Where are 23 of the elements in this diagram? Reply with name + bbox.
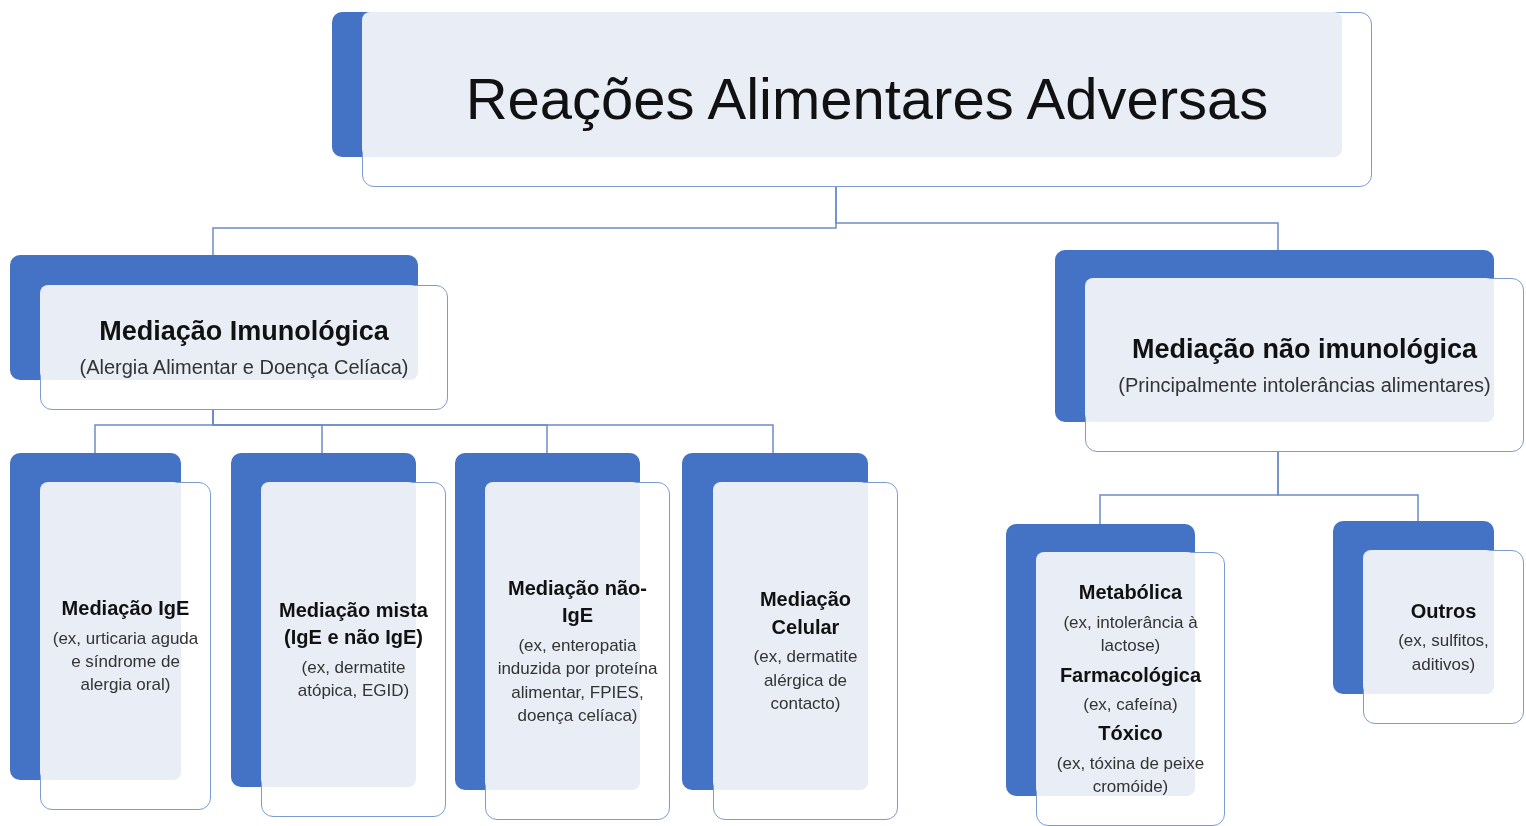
title-text: Reações Alimentares Adversas bbox=[465, 65, 1269, 134]
example-text: (ex, intolerância à lactose) bbox=[1062, 611, 1199, 658]
category-heading: Mediação não imunológica bbox=[1131, 332, 1478, 366]
category-heading: Mediação mista (IgE e não IgE) bbox=[278, 597, 429, 651]
category-heading: Mediação Imunológica bbox=[99, 315, 389, 349]
category-heading: Farmacológica bbox=[1059, 662, 1202, 688]
connector-line bbox=[1277, 451, 1419, 522]
example-text: (ex, dermatite atópica, EGID) bbox=[296, 656, 411, 702]
example-text: (ex, sulfitos, aditivos) bbox=[1397, 630, 1490, 676]
category-heading: Mediação IgE bbox=[61, 596, 190, 622]
category-heading: Mediação Celular bbox=[758, 587, 853, 640]
category-heading: Mediação não-IgE bbox=[507, 575, 648, 629]
category-heading: Outros bbox=[1410, 598, 1477, 624]
example-text: (ex, urticaria aguda e síndrome de alergia oral) bbox=[51, 627, 200, 697]
example-text: (Alergia Alimentar e Doença Celíaca) bbox=[79, 355, 409, 381]
example-text: (ex, enteropatia induzida por proteína alimentar, FPIES, doença celíaca) bbox=[496, 634, 659, 727]
connector-line bbox=[835, 186, 1279, 251]
category-heading: Metabólica bbox=[1078, 580, 1183, 606]
example-text: (ex, dermatite alérgica de contacto) bbox=[752, 646, 859, 716]
example-text: (Principalmente intolerâncias alimentares) bbox=[1118, 372, 1491, 398]
example-text: (ex, cafeína) bbox=[1083, 694, 1178, 717]
category-heading: Tóxico bbox=[1098, 721, 1163, 747]
example-text: (ex, tóxina de peixe cromóide) bbox=[1055, 752, 1206, 799]
